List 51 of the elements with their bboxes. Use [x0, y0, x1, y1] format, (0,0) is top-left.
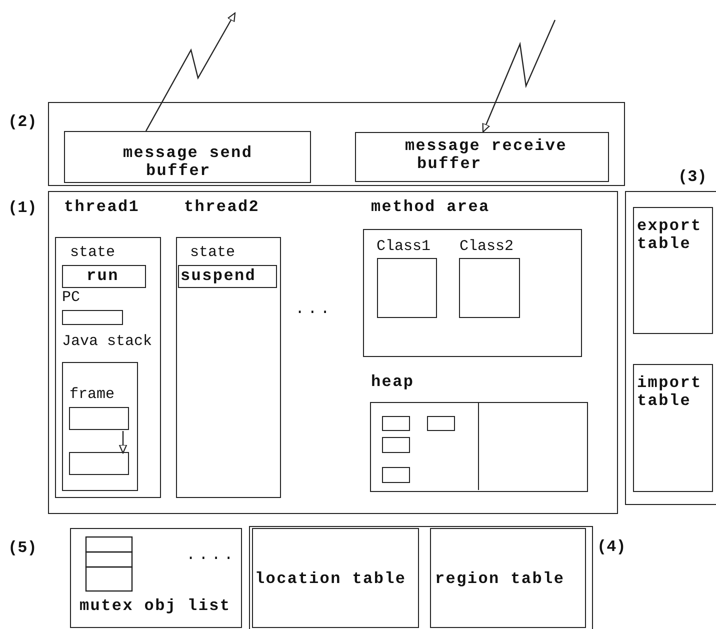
buffer-label: message receive buffer: [405, 137, 568, 174]
area-heading: method area: [371, 198, 490, 216]
field-label: Java stack: [62, 333, 152, 350]
ellipsis-label: ...: [295, 300, 333, 318]
region-number-label: (1): [8, 199, 37, 218]
mutex-list-box: [70, 528, 242, 628]
frame-slot-box: [68, 452, 128, 474]
state-value: run: [86, 266, 119, 285]
table-box: [252, 528, 418, 628]
stack-frame-box: [62, 362, 138, 491]
table-label: region table: [435, 570, 565, 588]
region-number-label: (5): [8, 539, 37, 558]
thread-heading: thread2: [184, 198, 260, 216]
ellipsis-label: ....: [186, 546, 236, 564]
table-region-box: [249, 526, 593, 629]
buffer-label: message send buffer: [123, 144, 254, 181]
table-label: export table: [637, 217, 703, 254]
field-label: state: [190, 244, 236, 262]
state-box: [62, 265, 146, 288]
arrow: [145, 12, 236, 132]
state-box: [178, 265, 277, 288]
table-box: [632, 364, 712, 492]
list-label: mutex obj list: [80, 596, 231, 615]
region-number-label: (2): [8, 113, 37, 132]
object-box: [382, 416, 410, 431]
pc-box: [62, 310, 123, 325]
arrow: [482, 20, 556, 133]
class-label: Class2: [460, 238, 514, 255]
region-number-label: (4): [597, 538, 626, 556]
runtime-region-box: [48, 191, 618, 514]
region-number-label: (3): [678, 168, 707, 186]
area-heading: heap: [371, 373, 414, 392]
frame-slot-box: [68, 406, 128, 430]
buffer-box: [64, 130, 310, 182]
arrow: [118, 431, 128, 454]
frame-label: frame: [70, 386, 115, 403]
thread-heading: thread1: [64, 198, 140, 216]
field-label: PC: [62, 289, 80, 306]
buffer-region-box: [48, 102, 625, 186]
object-box: [382, 437, 410, 453]
table-region-box: [625, 191, 716, 505]
field-label: state: [70, 244, 116, 262]
state-value: suspend: [180, 266, 256, 285]
object-box: [382, 467, 410, 483]
table-box: [632, 206, 712, 334]
table-box: [430, 528, 586, 628]
table-label: import table: [637, 374, 703, 411]
object-box: [427, 416, 455, 431]
buffer-box: [354, 132, 608, 182]
class-label: Class1: [376, 238, 431, 255]
table-label: location table: [255, 570, 406, 588]
